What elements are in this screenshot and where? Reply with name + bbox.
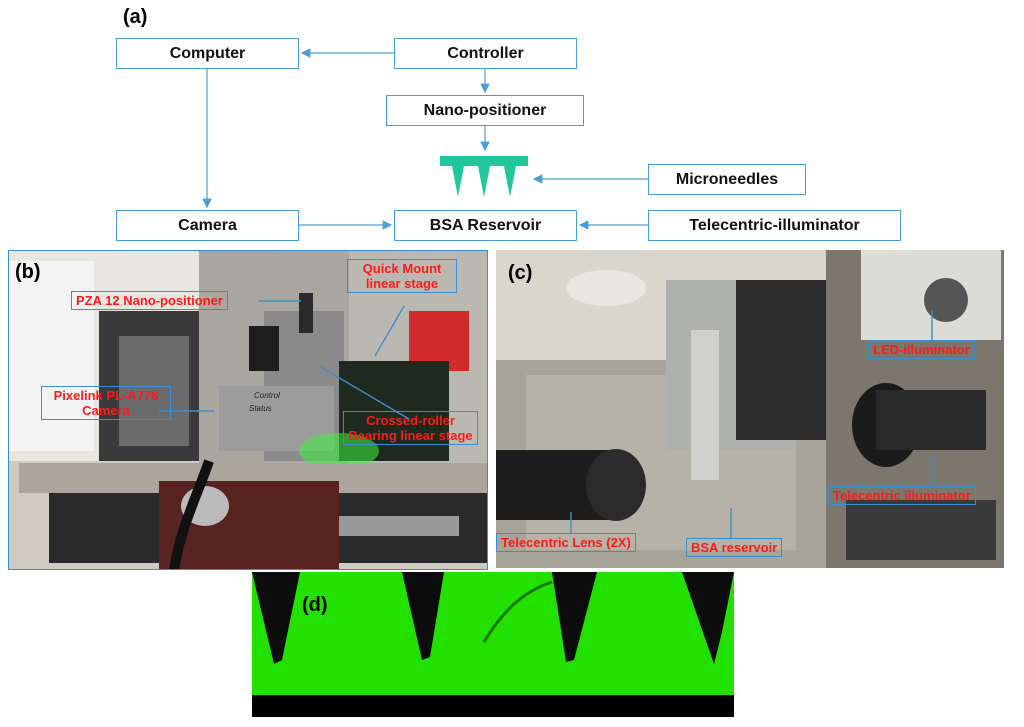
led-illuminator-label: LED-illuminator [868, 340, 975, 359]
photo-c-pointers [570, 310, 933, 538]
control-text: Control [254, 391, 280, 400]
telecentric-illuminator-box: Telecentric-illuminator [648, 210, 901, 241]
controller-box: Controller [394, 38, 577, 69]
photo-c-setup: (c) LED-illuminator Telecentric illumina… [496, 250, 1004, 568]
photo-b-pointers [159, 300, 410, 420]
quick-mount-label: Quick Mount linear stage [347, 259, 457, 293]
microneedles-box: Microneedles [648, 164, 806, 195]
camera-box: Camera [116, 210, 299, 241]
diagram-connectors [202, 48, 648, 230]
computer-box: Computer [116, 38, 299, 69]
telecentric-lens-label: Telecentric Lens (2X) [496, 533, 636, 552]
bsa-reservoir-label: BSA reservoir [686, 538, 783, 557]
status-text: Status [249, 404, 272, 413]
nano-positioner-box: Nano-positioner [386, 95, 584, 126]
crossed-roller-label: Crossed-roller Bearing linear stage [343, 411, 478, 445]
panel-label-c: (c) [508, 262, 533, 284]
bsa-reservoir-box: BSA Reservoir [394, 210, 577, 241]
photo-b-setup: (b) PZA 12 Nano-positioner Quick Mount l… [8, 250, 488, 570]
telecentric-illuminator-label: Telecentric illuminator [828, 486, 976, 505]
panel-label-b: (b) [15, 261, 41, 283]
panel-label-d: (d) [302, 594, 328, 616]
microscopy-image-d: (d) [252, 572, 734, 717]
pza-nano-positioner-label: PZA 12 Nano-positioner [71, 291, 228, 310]
panel-label-a: (a) [123, 6, 148, 28]
microneedle-array-icon [440, 156, 528, 197]
pixelink-camera-label: Pixelink PL-A776 Camera [41, 386, 171, 420]
